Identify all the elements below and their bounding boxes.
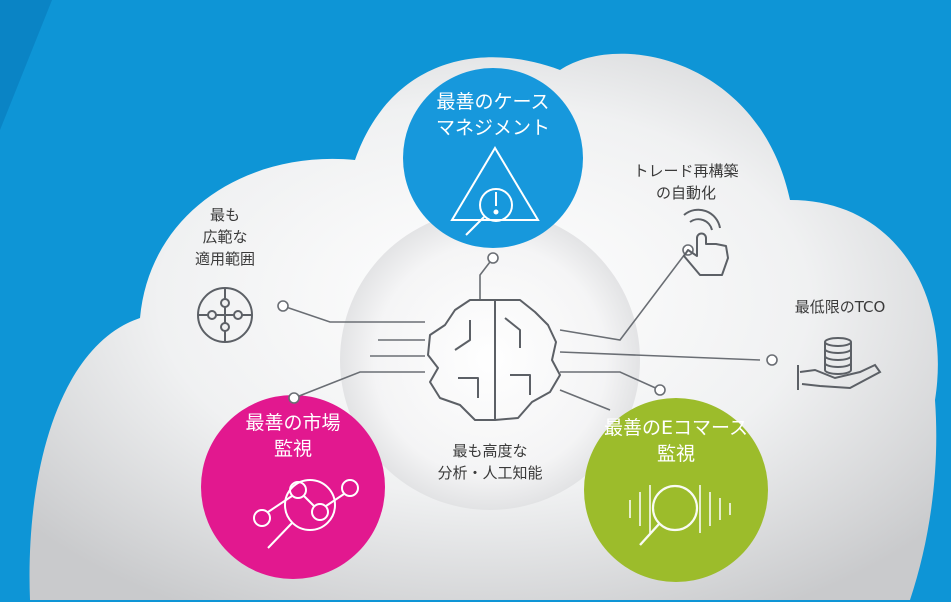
automation-label-line-1: トレード再構築 (633, 162, 739, 180)
coins-hand-icon (797, 337, 882, 390)
market-surveillance-label-line-1: 最善の市場 (245, 412, 341, 434)
tco-label: 最低限のTCO (780, 296, 900, 318)
center-label-line-2: 分析・人工知能 (437, 464, 543, 482)
ecommerce-surveillance-circle (584, 398, 768, 582)
coverage-label-line-3: 適用範囲 (194, 250, 255, 268)
puzzle-circle-icon (197, 287, 253, 343)
case-management-circle (403, 68, 583, 248)
market-surveillance-label: 最善の市場 監視 (203, 410, 383, 462)
tco-label-line-1: 最低限のTCO (794, 298, 886, 316)
automation-label-line-2: の自動化 (655, 184, 716, 202)
coverage-label-line-2: 広範な (202, 228, 248, 246)
ecommerce-surveillance-label-line-2: 監視 (656, 443, 695, 465)
market-surveillance-label-line-2: 監視 (273, 438, 312, 460)
case-management-label-line-1: 最善のケース (436, 91, 550, 113)
center-label-line-1: 最も高度な (452, 442, 528, 460)
coverage-label: 最も 広範な 適用範囲 (160, 204, 290, 270)
background-stripe (0, 0, 52, 130)
soundwave-magnifier-icon (629, 484, 731, 546)
connector-lines (282, 249, 761, 411)
network-magnifier-icon (253, 479, 359, 549)
automation-label: トレード再構築 の自動化 (606, 160, 766, 204)
case-management-label: 最善のケース マネジメント (403, 89, 583, 141)
touch-hand-icon (683, 208, 729, 276)
ecommerce-surveillance-label: 最善のEコマース 監視 (581, 415, 771, 467)
center-glow (340, 210, 640, 510)
case-management-label-line-2: マネジメント (435, 117, 550, 139)
center-label: 最も高度な 分析・人工知能 (420, 440, 560, 484)
coverage-label-line-1: 最も (209, 206, 240, 224)
brain-circuit-icon (427, 299, 561, 421)
ecommerce-surveillance-label-line-1: 最善のEコマース (603, 417, 749, 439)
warning-magnifier-icon (450, 146, 540, 236)
